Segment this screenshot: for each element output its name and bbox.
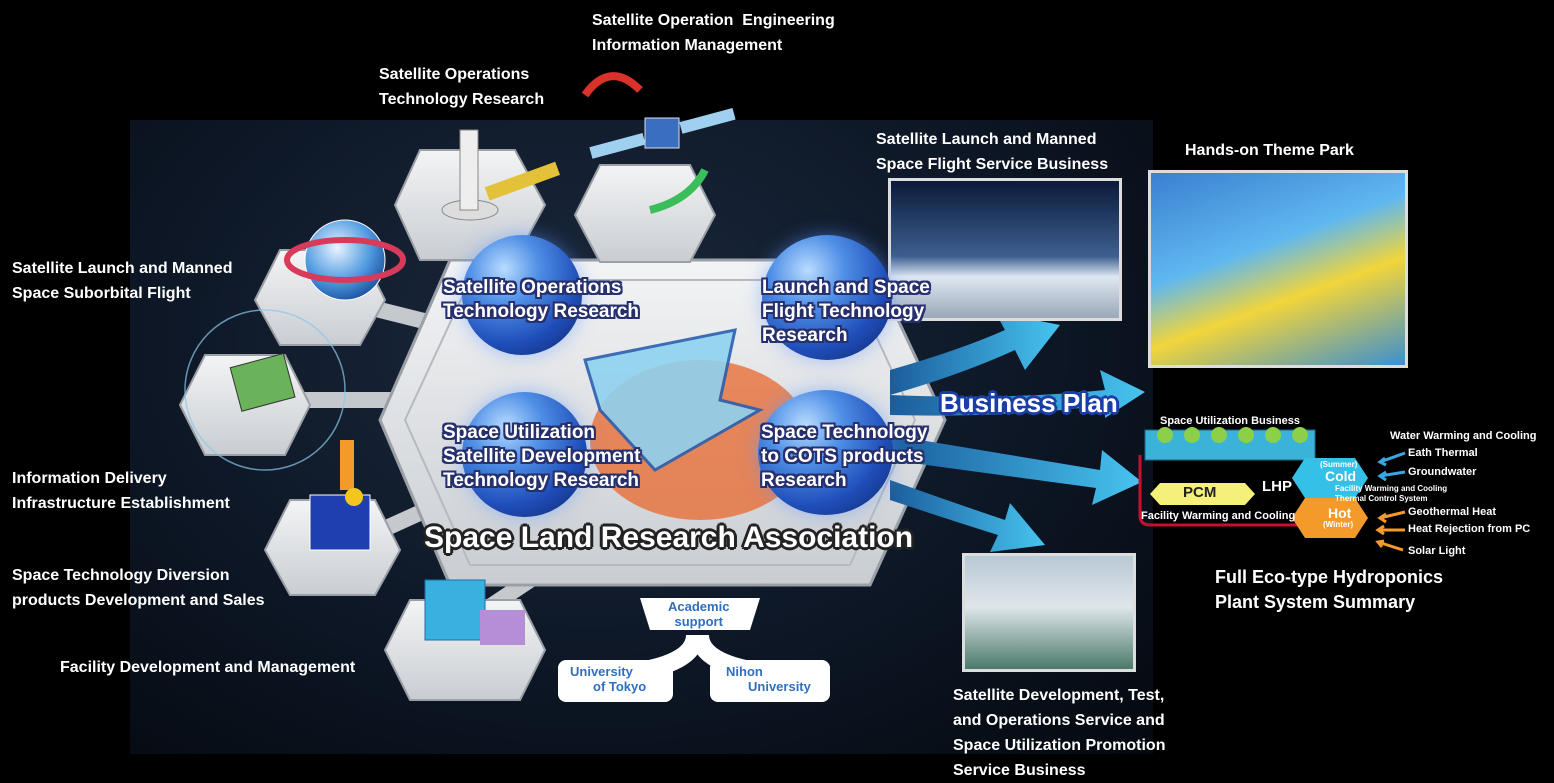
label-sat-op-tech: Satellite Operations Technology Research <box>379 62 544 112</box>
satellite-lab-photo <box>962 553 1136 672</box>
center-logo <box>583 328 764 472</box>
tokyo-line-2: of Tokyo <box>593 679 647 694</box>
orb-cots-line-2: to COTS products <box>761 446 924 467</box>
label-sat-op-tech-line-2: Technology Research <box>379 91 545 108</box>
label-launch-business-line-2: Space Flight Service Business <box>876 156 1109 173</box>
eco-water-wc: Water Warming and Cooling <box>1390 430 1537 442</box>
orb-launch-line-2: Flight Technology <box>762 301 925 322</box>
orb-launch-line-1: Launch and Space <box>762 277 930 298</box>
robot-arm-icon <box>441 129 560 221</box>
eco-lhp: LHP <box>1262 478 1292 495</box>
label-tech-diversion: Space Technology Diversion products Deve… <box>12 563 265 613</box>
orb-cots <box>758 390 893 515</box>
tokyo-line-1: University <box>570 664 633 679</box>
label-eco-summary-line-1: Full Eco-type Hydroponics <box>1215 567 1444 587</box>
orb-space-util-label: Space Utilization Satellite Development … <box>443 421 640 493</box>
gift-box-icon <box>309 440 371 551</box>
eco-groundwater: Groundwater <box>1408 466 1477 478</box>
label-facility: Facility Development and Management <box>60 659 356 676</box>
eco-summer: (Summer) <box>1320 460 1358 469</box>
orb-util-line-2: Satellite Development <box>443 446 641 467</box>
globe-icon <box>284 219 406 301</box>
building-model-icon <box>424 579 525 645</box>
orb-util-line-3: Technology Research <box>443 470 640 491</box>
space-flight-photo <box>888 178 1122 321</box>
academic-header-shape <box>640 598 760 630</box>
label-launch-suborbital-line-1: Satellite Launch and Manned <box>12 260 233 277</box>
label-sat-op-eng-line-1: Satellite Operation Engineering <box>592 12 835 29</box>
center-title: Space Land Research Association <box>424 521 914 554</box>
business-arrows <box>890 312 1145 552</box>
eco-space-util-business: Space Utilization Business <box>1160 415 1300 427</box>
label-sat-dev-line-4: Service Business <box>953 762 1086 779</box>
orb-launch-space <box>762 235 892 360</box>
orb-sat-ops-label: Satellite Operations Technology Research <box>443 276 639 324</box>
label-sat-dev-line-3: Space Utilization Promotion <box>953 737 1166 754</box>
label-info-delivery-line-2: Infrastructure Establishment <box>12 495 230 512</box>
academic-line-1: Academic <box>668 599 730 614</box>
eco-facility-wc: Facility Warming and Cooling <box>1141 510 1296 522</box>
label-tech-diversion-line-2: products Development and Sales <box>12 592 265 609</box>
label-sat-op-eng: Satellite Operation Engineering Informat… <box>592 8 835 58</box>
orb-sat-ops-line-2: Technology Research <box>443 301 640 322</box>
orb-launch-line-3: Research <box>762 325 848 346</box>
orb-space-util <box>462 392 587 517</box>
label-sat-dev-line-1: Satellite Development, Test, <box>953 687 1165 704</box>
eco-input-arrows <box>1375 451 1406 552</box>
hydroponics-diagram <box>1138 427 1368 538</box>
nihon-line-2: University <box>748 679 811 694</box>
pcm-hexagon <box>1150 483 1255 505</box>
eco-cold: Cold <box>1325 468 1357 484</box>
orb-launch-space-label: Launch and Space Flight Technology Resea… <box>762 276 930 348</box>
eco-pcm: PCM <box>1183 484 1217 501</box>
nihon-university-badge: Nihon University <box>710 660 830 702</box>
orb-cots-line-3: Research <box>761 470 847 491</box>
eco-solar: Solar Light <box>1408 545 1466 557</box>
label-sat-dev-business: Satellite Development, Test, and Operati… <box>953 683 1165 783</box>
circuit-board-icon <box>184 309 346 471</box>
business-plan-label: Business Plan <box>940 388 1118 418</box>
orb-cots-line-1: Space Technology <box>761 422 928 443</box>
orb-cots-label: Space Technology to COTS products Resear… <box>761 421 927 493</box>
label-launch-business-line-1: Satellite Launch and Manned <box>876 131 1097 148</box>
label-launch-suborbital-line-2: Space Suborbital Flight <box>12 285 191 302</box>
satellite-icon <box>581 72 736 214</box>
eco-heat-rejection: Heat Rejection from PC <box>1408 523 1531 535</box>
theme-park-photo <box>1148 170 1408 368</box>
eco-winter: (Winter) <box>1323 520 1354 529</box>
orb-sat-ops-line-1: Satellite Operations <box>443 277 622 298</box>
label-eco-summary-line-2: Plant System Summary <box>1215 592 1416 612</box>
orb-sat-ops <box>462 235 582 355</box>
nihon-line-1: Nihon <box>726 664 763 679</box>
label-eco-summary: Full Eco-type Hydroponics Plant System S… <box>1215 565 1443 615</box>
cold-hexagon <box>1292 458 1368 498</box>
academic-support-label: Academic support <box>668 599 729 629</box>
eco-eath-thermal: Eath Thermal <box>1408 447 1478 459</box>
label-info-delivery: Information Delivery Infrastructure Esta… <box>12 466 230 516</box>
eco-hot: Hot <box>1328 505 1352 521</box>
label-info-delivery-line-1: Information Delivery <box>12 470 167 487</box>
university-of-tokyo-badge: University of Tokyo <box>558 660 673 702</box>
eco-thermal-control: Thermal Control System <box>1335 494 1428 503</box>
label-tech-diversion-line-1: Space Technology Diversion <box>12 567 230 584</box>
label-launch-business: Satellite Launch and Manned Space Flight… <box>876 127 1108 177</box>
label-sat-dev-line-2: and Operations Service and <box>953 712 1165 729</box>
eco-geothermal: Geothermal Heat <box>1408 506 1497 518</box>
label-sat-op-tech-line-1: Satellite Operations <box>379 66 530 83</box>
hot-hexagon <box>1292 498 1368 538</box>
label-sat-op-eng-line-2: Information Management <box>592 37 783 54</box>
label-launch-suborbital: Satellite Launch and Manned Space Suborb… <box>12 256 232 306</box>
orb-util-line-1: Space Utilization <box>443 422 596 443</box>
label-theme-park: Hands-on Theme Park <box>1185 142 1354 159</box>
academic-line-2: support <box>674 614 723 629</box>
eco-facility-wc-small: Facility Warming and Cooling <box>1335 484 1448 493</box>
